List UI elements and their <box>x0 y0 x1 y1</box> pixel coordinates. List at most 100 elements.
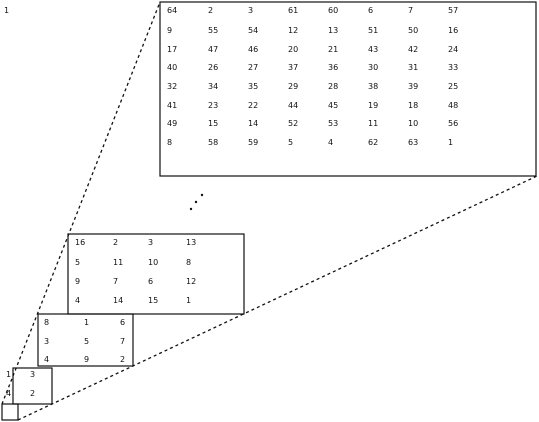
grid-cell: 12 <box>288 26 298 35</box>
grid-cell: 13 <box>328 26 338 35</box>
grid-cell: 49 <box>167 119 177 128</box>
grid-cell: 50 <box>408 26 418 35</box>
grid-cell: 61 <box>288 6 298 15</box>
grid-cell: 20 <box>288 45 298 54</box>
grid-cell: 25 <box>448 82 458 91</box>
grid-cell: 11 <box>113 258 123 267</box>
grid-cell: 1 <box>6 370 11 379</box>
grid-cell: 63 <box>408 138 418 147</box>
grid-cell: 64 <box>167 6 177 15</box>
grid-cell: 59 <box>248 138 258 147</box>
grid-cell: 8 <box>44 318 49 327</box>
grid-cell: 54 <box>248 26 258 35</box>
grid-cell: 2 <box>120 355 125 364</box>
grid-cell: 60 <box>328 6 338 15</box>
grid-cell: 43 <box>368 45 378 54</box>
grid-cell: 33 <box>448 63 458 72</box>
square-frame <box>159 1 537 177</box>
square-frame <box>67 233 245 315</box>
grid-cell: 51 <box>368 26 378 35</box>
grid-cell: 2 <box>208 6 213 15</box>
grid-cell: 39 <box>408 82 418 91</box>
grid-cell: 32 <box>167 82 177 91</box>
grid-cell: 7 <box>408 6 413 15</box>
grid-cell: 26 <box>208 63 218 72</box>
grid-cell: 22 <box>248 101 258 110</box>
grid-cell: 14 <box>113 296 123 305</box>
grid-cell: 5 <box>75 258 80 267</box>
grid-cell: 56 <box>448 119 458 128</box>
grid-cell: 7 <box>113 277 118 286</box>
grid-cell: 44 <box>288 101 298 110</box>
square-frame <box>12 367 53 405</box>
grid-cell: 31 <box>408 63 418 72</box>
grid-cell: 10 <box>148 258 158 267</box>
ellipsis-dot-2 <box>194 200 198 204</box>
grid-cell: 30 <box>368 63 378 72</box>
grid-cell: 1 <box>186 296 191 305</box>
grid-cell: 23 <box>208 101 218 110</box>
grid-cell: 6 <box>120 318 125 327</box>
grid-cell: 46 <box>248 45 258 54</box>
grid-cell: 24 <box>448 45 458 54</box>
grid-cell: 1 <box>84 318 89 327</box>
grid-cell: 34 <box>208 82 218 91</box>
grid-cell: 12 <box>186 277 196 286</box>
grid-cell: 19 <box>368 101 378 110</box>
grid-cell: 53 <box>328 119 338 128</box>
grid-cell: 16 <box>448 26 458 35</box>
grid-cell: 7 <box>120 337 125 346</box>
grid-cell: 35 <box>248 82 258 91</box>
grid-cell: 62 <box>368 138 378 147</box>
grid-cell: 28 <box>328 82 338 91</box>
grid-cell: 40 <box>167 63 177 72</box>
grid-cell: 9 <box>75 277 80 286</box>
grid-cell: 3 <box>30 370 35 379</box>
grid-cell: 15 <box>208 119 218 128</box>
grid-cell: 9 <box>167 26 172 35</box>
grid-cell: 8 <box>167 138 172 147</box>
grid-cell: 5 <box>288 138 293 147</box>
grid-cell: 13 <box>186 238 196 247</box>
ellipsis-dot-1 <box>189 207 193 211</box>
grid-cell: 57 <box>448 6 458 15</box>
square-frame <box>1 403 19 421</box>
grid-cell: 21 <box>328 45 338 54</box>
grid-cell: 58 <box>208 138 218 147</box>
magic-square-order-2: 1 3 4 2 <box>6 367 53 405</box>
grid-cell: 1 <box>448 138 453 147</box>
grid-cell: 47 <box>208 45 218 54</box>
grid-cell: 3 <box>44 337 49 346</box>
grid-cell: 18 <box>408 101 418 110</box>
grid-cell: 1 <box>4 6 9 15</box>
grid-cell: 6 <box>148 277 153 286</box>
grid-cell: 4 <box>328 138 333 147</box>
zoom-guide-right <box>17 175 538 421</box>
zoom-guide-left <box>1 1 161 405</box>
grid-cell: 2 <box>30 389 35 398</box>
grid-cell: 10 <box>408 119 418 128</box>
grid-cell: 52 <box>288 119 298 128</box>
grid-cell: 14 <box>248 119 258 128</box>
grid-cell: 3 <box>248 6 253 15</box>
grid-cell: 15 <box>148 296 158 305</box>
grid-cell: 29 <box>288 82 298 91</box>
grid-cell: 8 <box>186 258 191 267</box>
grid-cell: 6 <box>368 6 373 15</box>
grid-cell: 45 <box>328 101 338 110</box>
grid-cell: 9 <box>84 355 89 364</box>
grid-cell: 4 <box>6 389 11 398</box>
grid-cell: 11 <box>368 119 378 128</box>
grid-cell: 38 <box>368 82 378 91</box>
grid-cell: 17 <box>167 45 177 54</box>
grid-cell: 55 <box>208 26 218 35</box>
grid-cell: 16 <box>75 238 85 247</box>
grid-cell: 3 <box>148 238 153 247</box>
ellipsis-dot-3 <box>200 193 204 197</box>
grid-cell: 41 <box>167 101 177 110</box>
